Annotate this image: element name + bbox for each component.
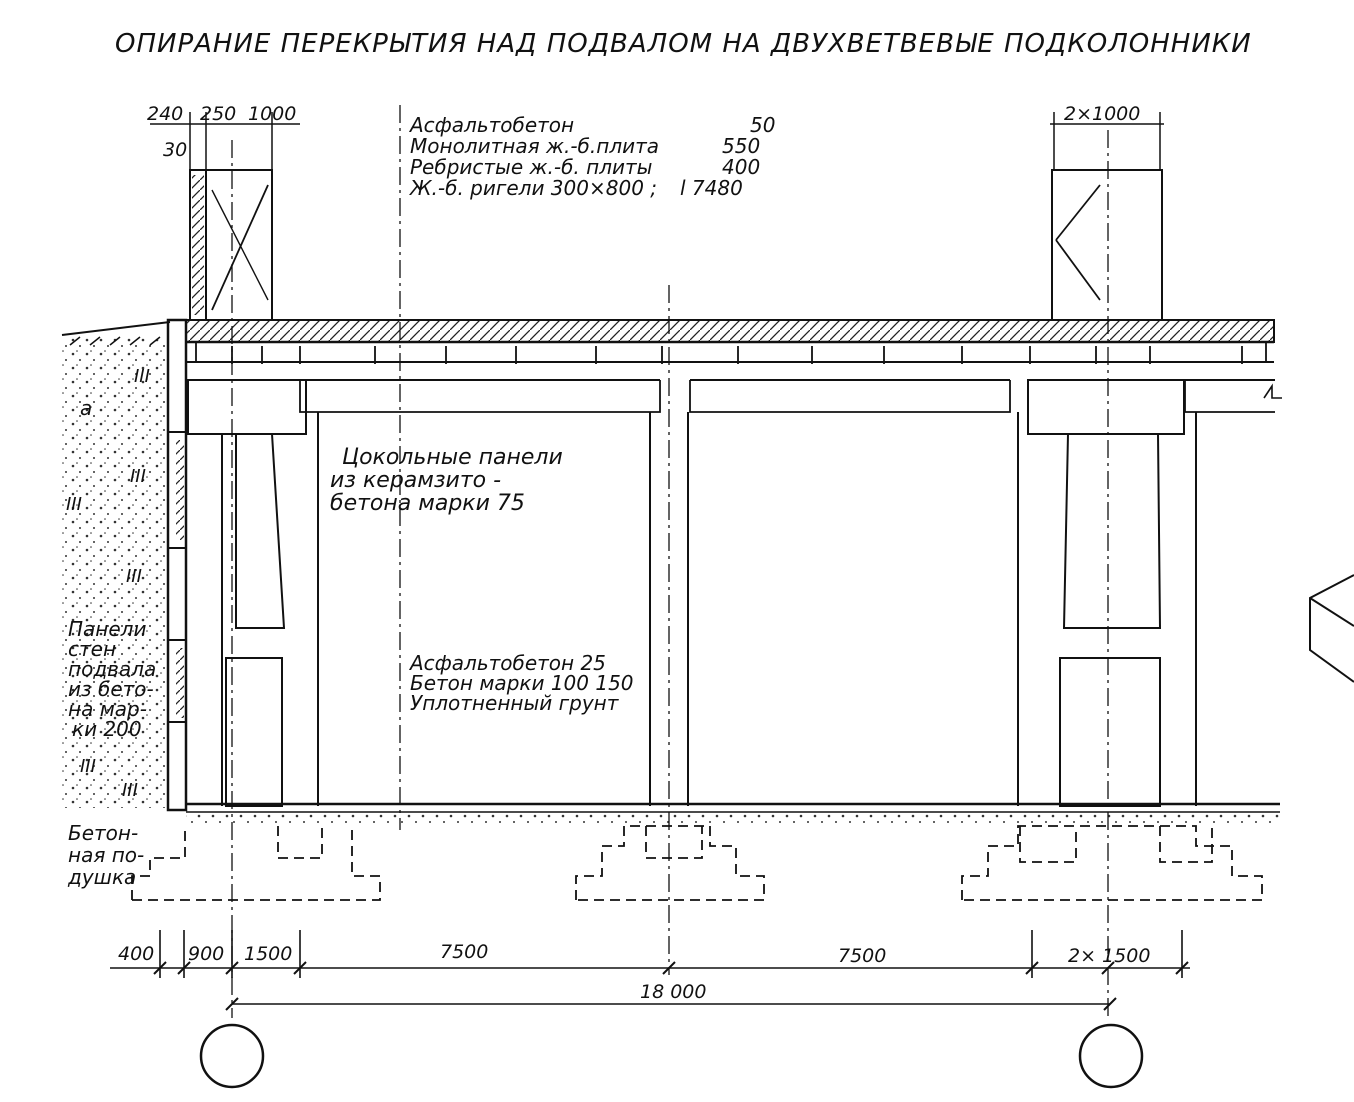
subcolumn-left [221,412,319,807]
cushion-note: Бетон- ная по- душка [67,821,144,889]
subcolumn-right [1017,412,1197,807]
soil-mark-roman-6: III [122,780,138,801]
basement-wall-panels [166,169,207,812]
plinth-panels-note: Цокольные панели из керамзито - бетона м… [330,445,563,516]
soil-mark-roman-4: III [126,566,142,587]
floor-layer-value: 50 [750,113,775,137]
wall-note-line: стен [68,637,116,661]
dim-900: 900 [188,943,224,965]
axis-lines [231,105,1109,1018]
axis-marker-right [1078,1023,1144,1089]
column-head-right [1027,379,1185,435]
cushion-note-line: ная по- [68,843,144,867]
cushion-note-line: душка [67,865,136,889]
edge-block-fragment [1309,574,1354,683]
floor-layer-name: Ж.-б. ригели 300×800 ; [408,176,657,200]
wall-note-line: Панели [68,617,146,641]
basement-layer: Асфальтобетон 25 [408,651,606,675]
dim-250: 250 [200,103,236,125]
dim-2x1000: 2×1000 [1064,103,1140,125]
soil-mark-roman-2: III [130,466,146,487]
dim-1000: 1000 [248,103,296,125]
upper-column-left [205,169,273,321]
drawing-title: ОПИРАНИЕ ПЕРЕКРЫТИЯ НАД ПОДВАЛОМ НА ДВУХ… [115,29,1252,59]
dim-30: 30 [163,139,187,161]
plinth-note-line: Цокольные панели [342,445,563,470]
floor-layer-value: l 7480 [680,176,743,200]
dim-2x1500: 2× 1500 [1068,945,1150,967]
wall-note-line: подвала [68,657,156,681]
dim-span-1: 7500 [440,941,488,963]
basement-floor [186,802,1280,826]
plinth-note-line: бетона марки 75 [330,491,525,516]
dim-400: 400 [118,943,154,965]
soil-mark-roman-5: III [80,756,96,777]
level-mark [1263,383,1282,399]
wall-note-line: на мар- [68,697,147,721]
soil-mark-roman-1: III [134,366,150,387]
dim-240: 240 [147,103,183,125]
floor-layer-value: 400 [722,155,760,179]
dim-span-2: 7500 [838,945,886,967]
column-head-left [187,379,307,435]
plinth-note-line: из керамзито - [330,468,501,493]
bottom-dimension-lines [110,930,1190,1011]
soil-backfill [61,321,171,808]
upper-column-right [1051,169,1163,321]
floor-slab [185,319,1275,413]
basement-layer: Уплотненный грунт [410,691,620,715]
foundations [131,825,1263,901]
wall-panels-note: Панели стен подвала из бето- на мар- ки … [68,617,156,741]
cushion-note-line: Бетон- [68,821,138,845]
dim-total: 18 000 [640,981,706,1003]
column-middle [649,412,689,806]
soil-label-a: а [80,396,92,420]
axis-marker-left [199,1023,265,1089]
floor-layer-name: Асфальтобетон [408,113,574,137]
basement-floor-note: Асфальтобетон 25 Бетон марки 100 150 Упл… [408,651,634,715]
soil-mark-roman-3: III [66,494,82,515]
floor-layer-name: Ребристые ж.-б. плиты [410,155,652,179]
top-dimension-line [150,112,1164,170]
floor-layer-name: Монолитная ж.-б.плита [410,134,659,158]
wall-note-line: ки 200 [72,717,142,741]
floor-layers-note: Асфальтобетон 50 Монолитная ж.-б.плита 5… [408,113,775,200]
basement-layer: Бетон марки 100 150 [410,671,634,695]
dim-1500: 1500 [244,943,292,965]
floor-layer-value: 550 [722,134,760,158]
wall-note-line: из бето- [68,677,154,701]
